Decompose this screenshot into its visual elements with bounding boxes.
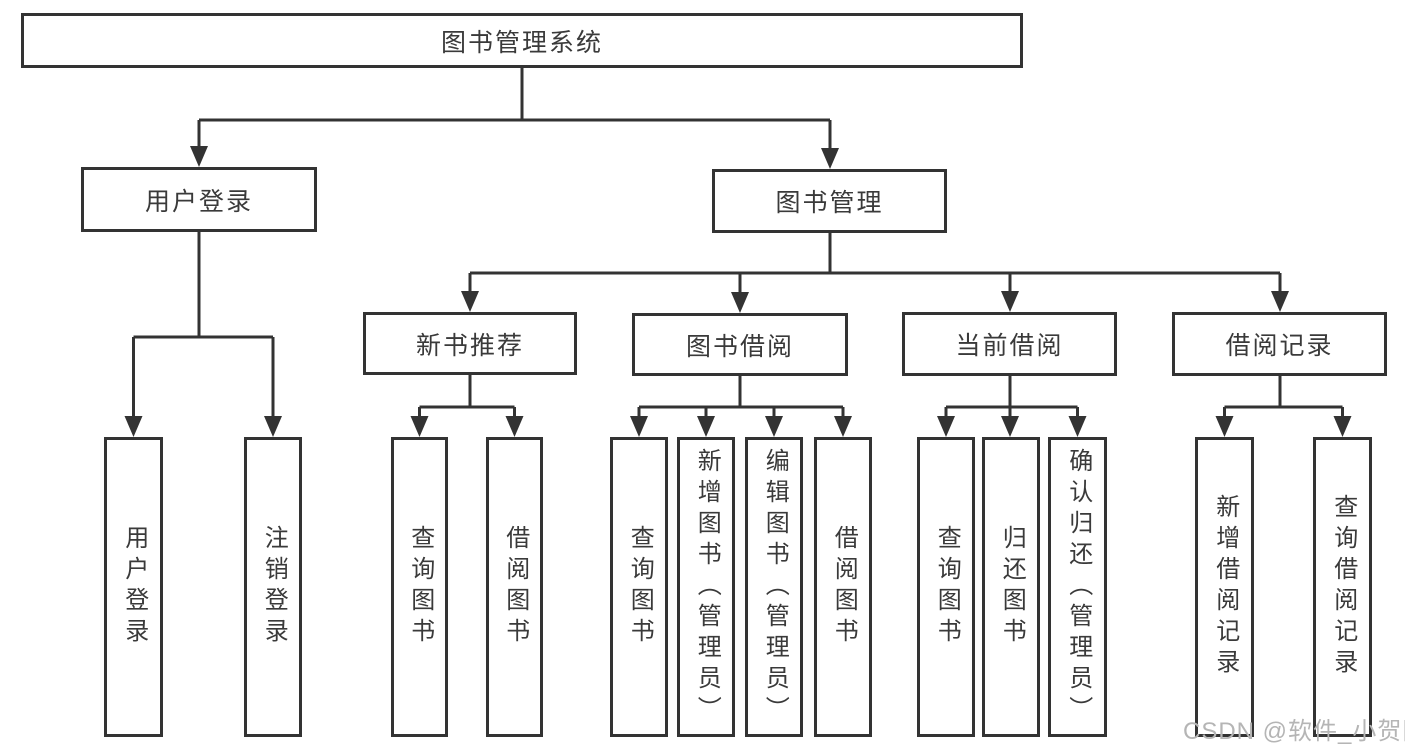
node-borrowing-records: 借阅记录 <box>1172 312 1387 376</box>
leaf-confirm-return-admin: 确认归还（管理员） <box>1048 437 1107 737</box>
leaf-label: 新增图书（管理员） <box>693 447 721 727</box>
leaf-label: 查询借阅记录 <box>1329 494 1357 680</box>
leaf-label: 归还图书 <box>998 525 1026 649</box>
node-label: 借阅记录 <box>1225 332 1334 360</box>
csdn-watermark: CSDN @软件_小贺同学 <box>1183 718 1405 745</box>
leaf-logout: 注销登录 <box>244 437 302 737</box>
leaf-borrow-books: 借阅图书 <box>814 437 872 737</box>
leaf-label: 借阅图书 <box>830 525 858 649</box>
leaf-add-borrow-record: 新增借阅记录 <box>1195 437 1254 737</box>
leaf-user-login: 用户登录 <box>104 437 163 737</box>
connector-path <box>132 68 1344 421</box>
node-book-borrowing: 图书借阅 <box>632 313 848 376</box>
node-label: 图书管理系统 <box>440 28 603 57</box>
leaf-query-borrow-record: 查询借阅记录 <box>1313 437 1372 737</box>
leaf-label: 注销登录 <box>260 525 288 649</box>
node-new-book-recommendation: 新书推荐 <box>363 312 577 375</box>
node-label: 当前借阅 <box>955 332 1064 360</box>
leaf-borrow-books-recommend: 借阅图书 <box>486 437 543 737</box>
node-current-borrowing: 当前借阅 <box>902 312 1117 376</box>
leaf-edit-book-admin: 编辑图书（管理员） <box>745 437 803 737</box>
node-label: 图书借阅 <box>685 332 794 361</box>
node-library-management-system: 图书管理系统 <box>21 13 1023 68</box>
leaf-query-books-borrowing: 查询图书 <box>610 437 668 737</box>
leaf-label: 借阅图书 <box>501 525 529 649</box>
leaf-label: 查询图书 <box>933 525 961 649</box>
leaf-label: 确认归还（管理员） <box>1064 447 1092 727</box>
node-label: 新书推荐 <box>415 331 524 360</box>
leaf-add-book-admin: 新增图书（管理员） <box>677 437 735 737</box>
leaf-label: 用户登录 <box>120 525 148 649</box>
node-book-management: 图书管理 <box>712 169 947 233</box>
leaf-return-books: 归还图书 <box>982 437 1040 737</box>
node-label: 图书管理 <box>775 189 884 217</box>
node-user-login: 用户登录 <box>81 167 317 232</box>
leaf-label: 编辑图书（管理员） <box>761 447 789 727</box>
leaf-query-books-recommend: 查询图书 <box>391 437 448 737</box>
leaf-label: 新增借阅记录 <box>1211 494 1239 680</box>
leaf-label: 查询图书 <box>406 525 434 649</box>
leaf-label: 查询图书 <box>626 525 654 649</box>
leaf-query-books-current: 查询图书 <box>917 437 975 737</box>
node-label: 用户登录 <box>144 187 253 216</box>
